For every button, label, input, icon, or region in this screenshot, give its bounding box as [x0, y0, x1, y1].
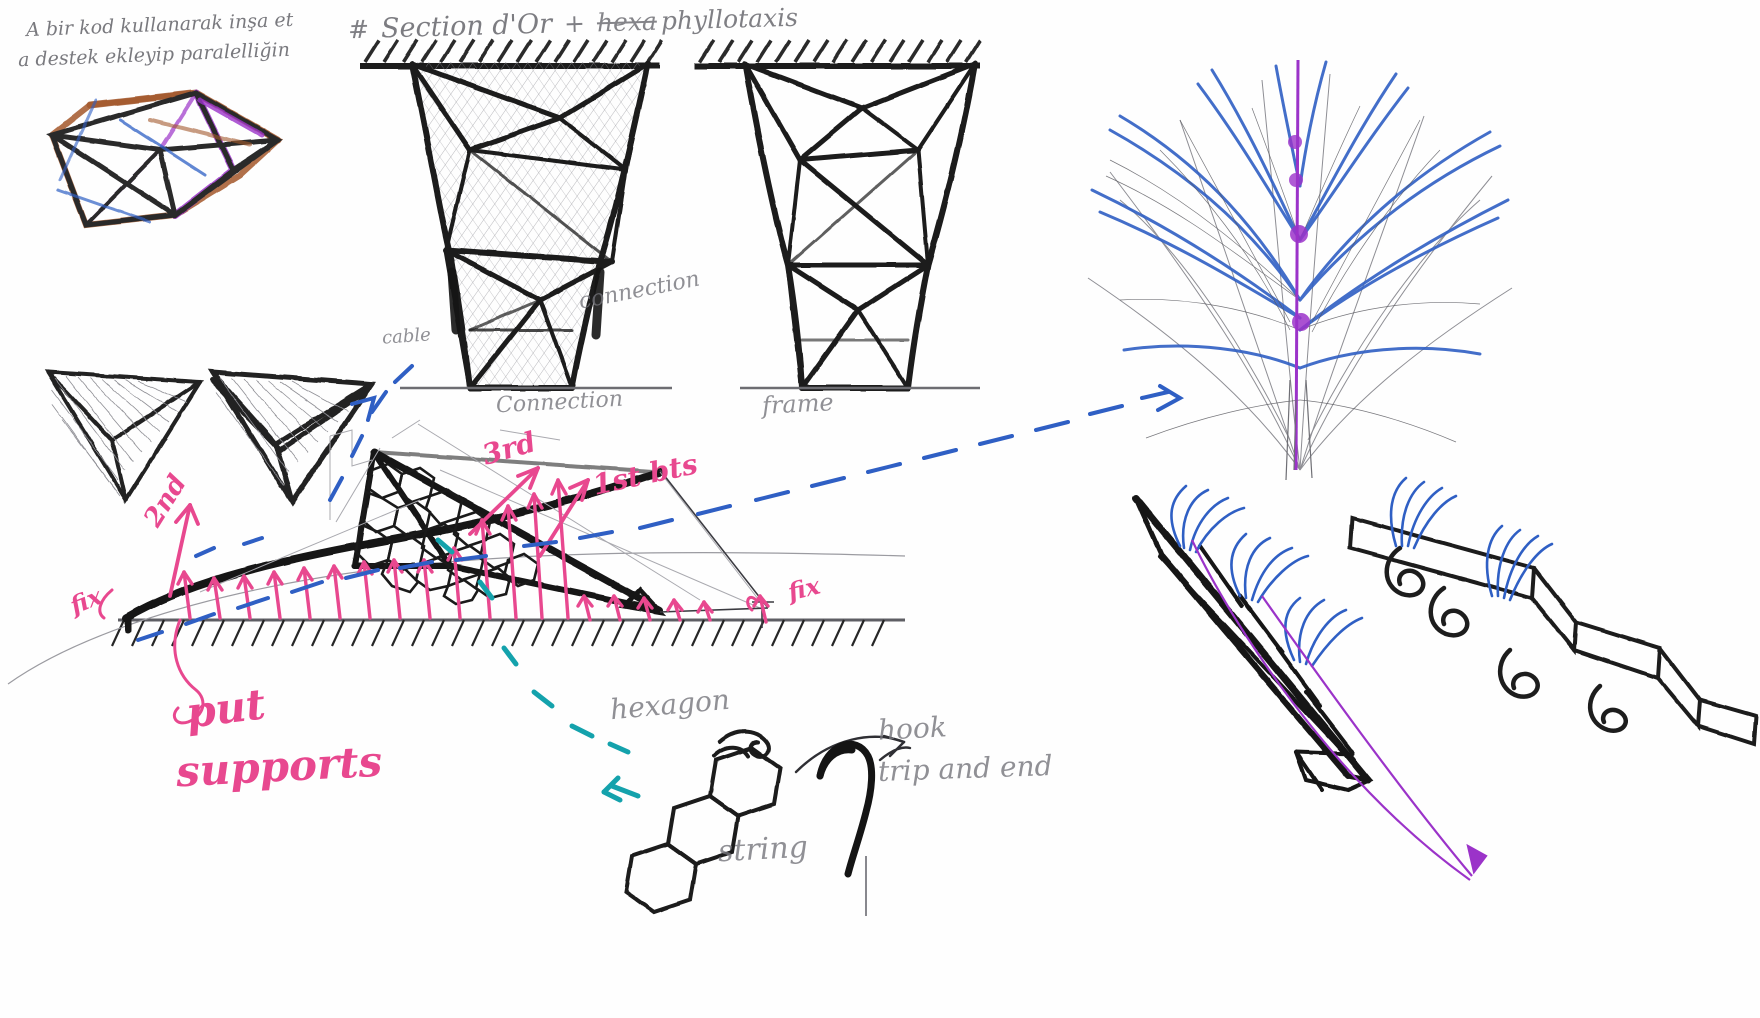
palm-frond-plan [1087, 59, 1513, 481]
heading-struck-word: hexa [596, 6, 658, 38]
plus-symbol: + [563, 8, 586, 39]
truss-tower-frame [695, 39, 982, 391]
heading-main-text: Section d'Or [380, 8, 553, 45]
truss-tower-hatched [360, 39, 672, 391]
hexagon-chain [623, 729, 912, 916]
blue-flow-layer [136, 364, 1185, 642]
teal-flow-layer [435, 537, 641, 803]
tetra-wireframe-b [207, 369, 377, 507]
planter-beam [1132, 484, 1488, 881]
hash-symbol: # [347, 14, 370, 45]
tetra-color-study [46, 89, 284, 229]
hook-detail [1347, 476, 1759, 747]
pink-annotation-layer [98, 466, 770, 725]
heading-tail-text: phyllotaxis [660, 2, 799, 36]
tetra-wireframe-a [44, 369, 204, 504]
